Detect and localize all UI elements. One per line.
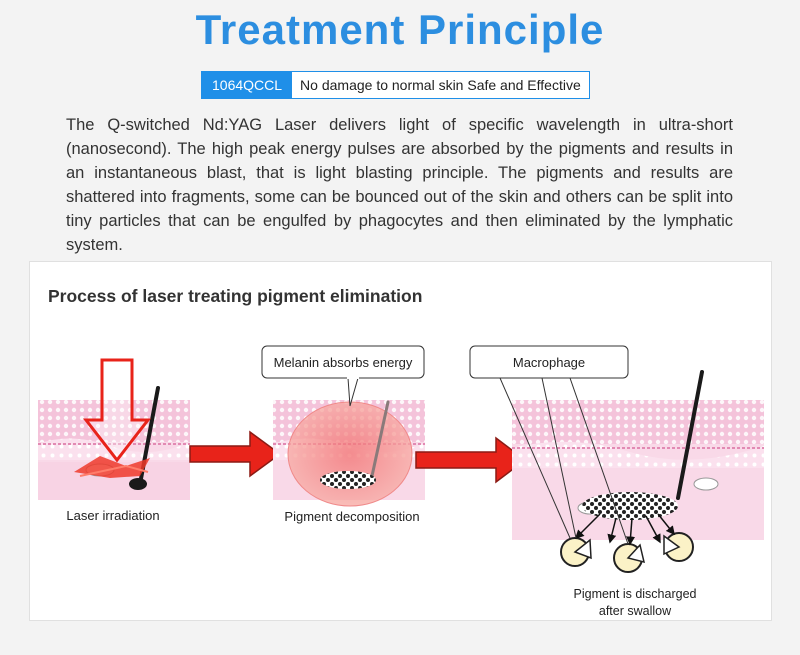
- process-panel: Melanin absorbs energy Macrophage Laser …: [29, 261, 772, 621]
- callout-macrophage: Macrophage: [469, 345, 629, 545]
- skin-block-2: [273, 400, 425, 507]
- process-diagram: Melanin absorbs energy Macrophage Laser …: [38, 345, 764, 618]
- macrophage-cells: [560, 532, 694, 573]
- step-label-pigment-decomposition: Pigment decomposition: [284, 509, 419, 524]
- description-paragraph: The Q-switched Nd:YAG Laser delivers lig…: [66, 116, 733, 254]
- tag-text: No damage to normal skin Safe and Effect…: [300, 77, 581, 93]
- page-title: Treatment Principle: [195, 6, 605, 53]
- flow-arrow-1: [189, 430, 282, 478]
- diagram-title: Process of laser treating pigment elimin…: [48, 286, 423, 306]
- callout-macrophage-text: Macrophage: [513, 355, 585, 370]
- callout-melanin-text: Melanin absorbs energy: [274, 355, 413, 370]
- feature-tag: 1064QCCL No damage to normal skin Safe a…: [201, 71, 590, 99]
- step-label-laser-irradiation: Laser irradiation: [66, 508, 159, 523]
- flow-arrow-2: [415, 436, 527, 484]
- callout-melanin: Melanin absorbs energy: [261, 345, 425, 407]
- tag-label: 1064QCCL: [202, 72, 293, 98]
- step-label-discharge-line1: Pigment is discharged: [574, 587, 697, 601]
- skin-block-3: [512, 370, 764, 573]
- step-label-discharge-line2: after swallow: [599, 604, 672, 618]
- skin-block-1: [38, 358, 190, 500]
